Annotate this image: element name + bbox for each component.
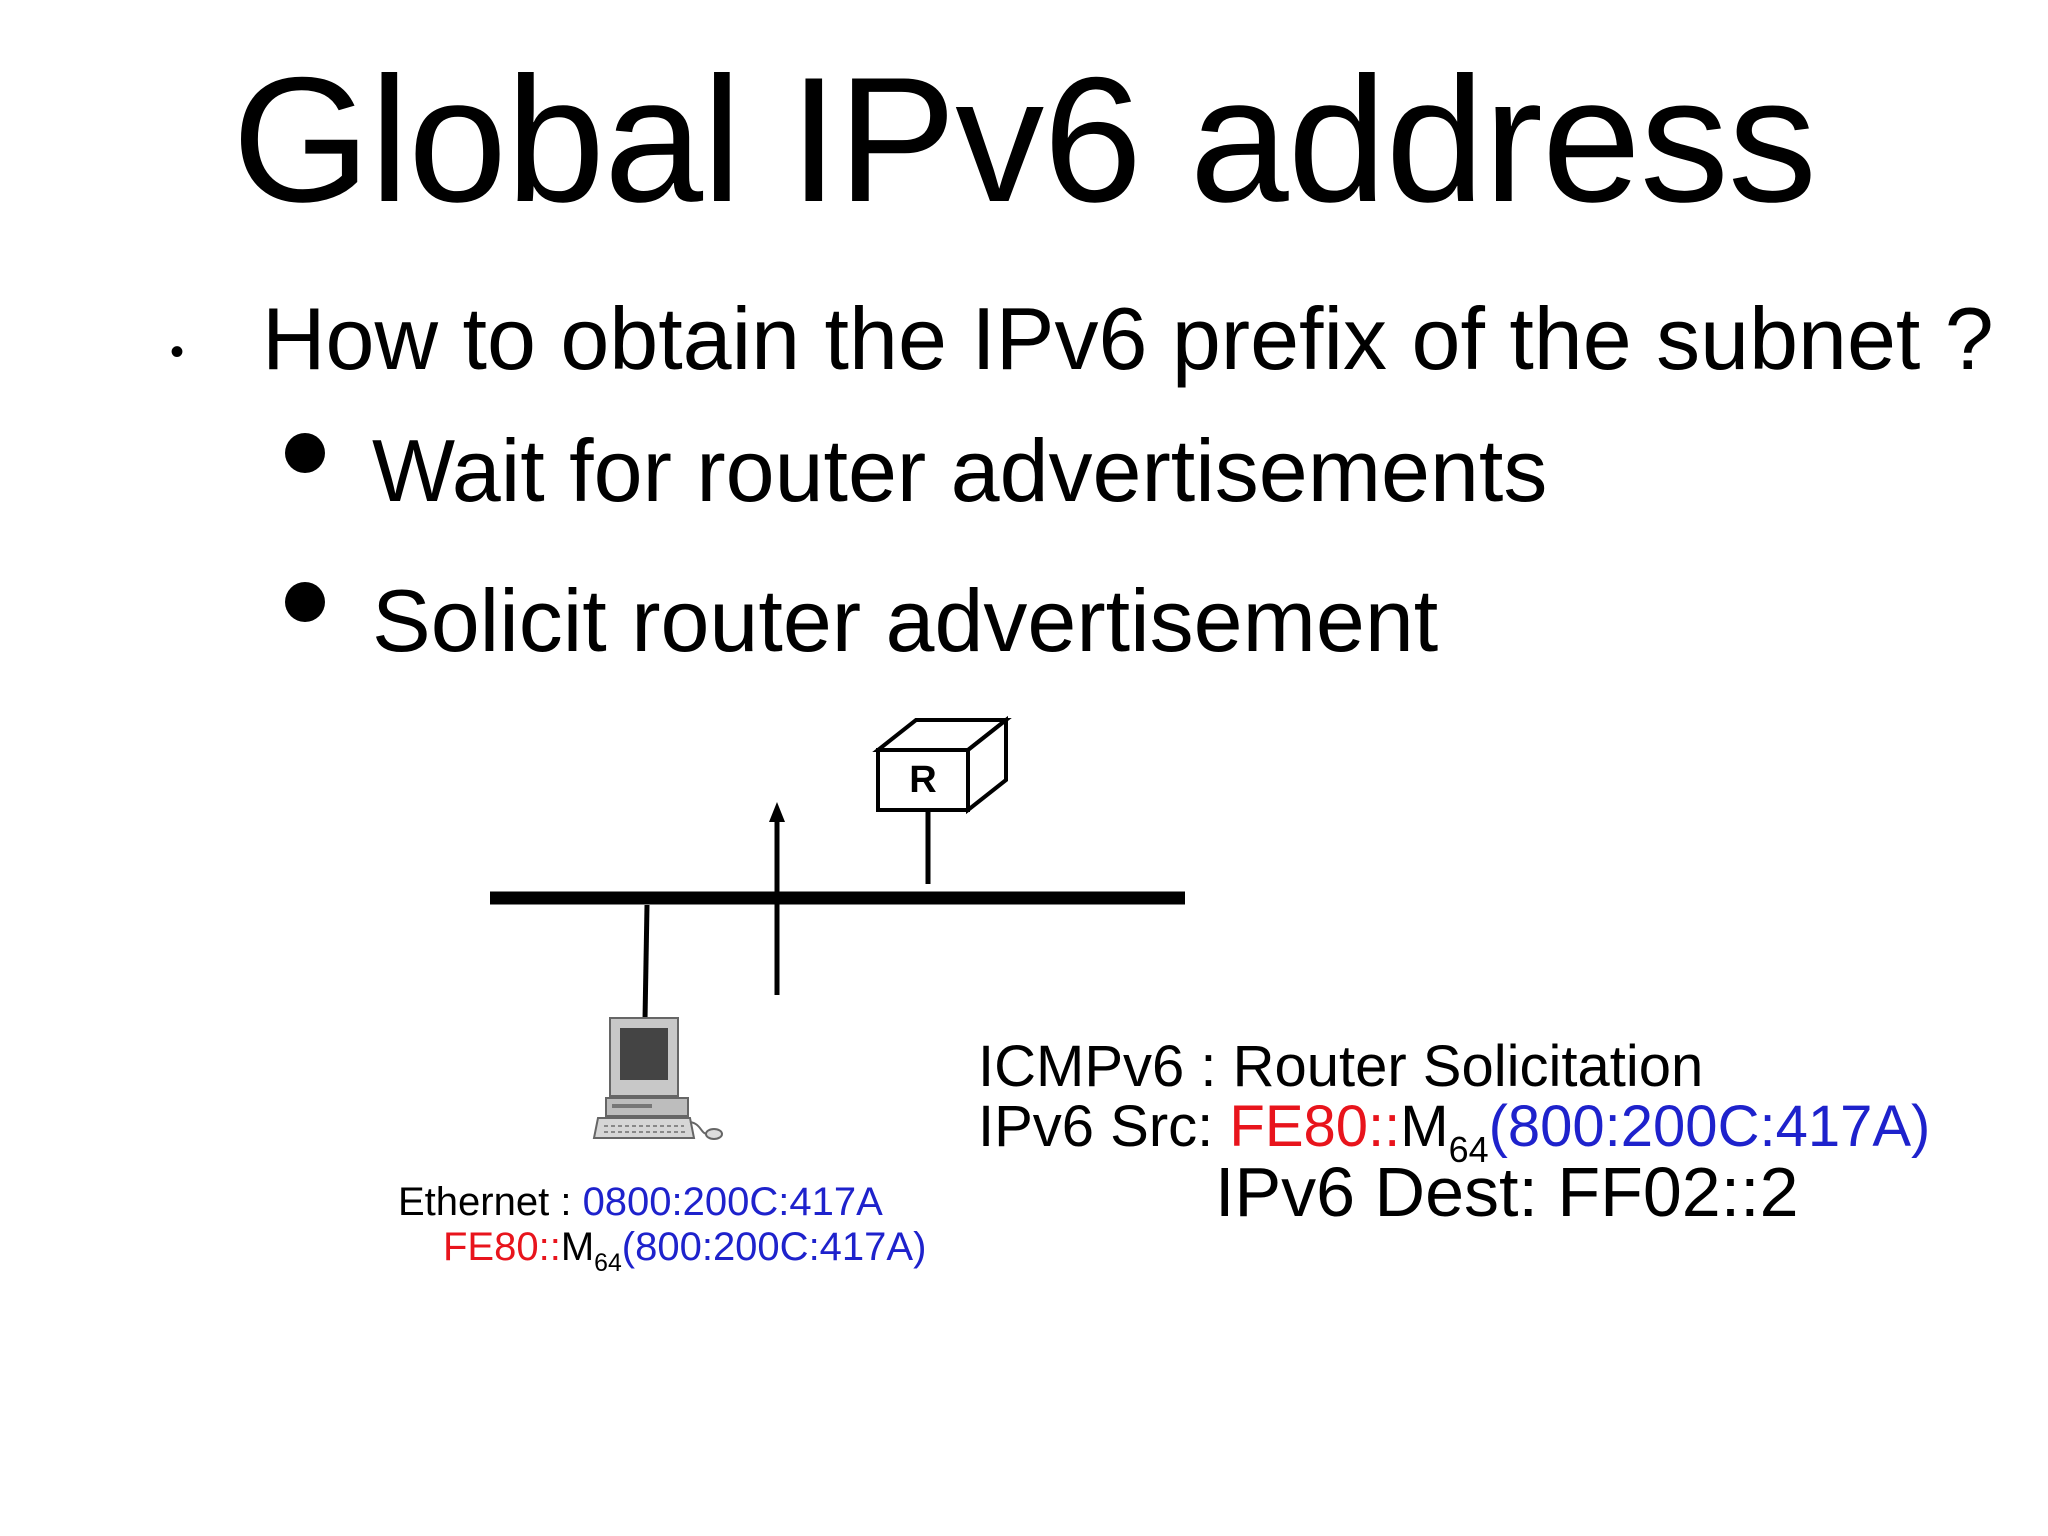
eth-mac: 0800:200C:417A xyxy=(582,1180,883,1224)
ll-m-subscript: 64 xyxy=(594,1250,622,1278)
sub-bullet-icon xyxy=(285,582,325,622)
bullet-icon: • xyxy=(170,330,185,374)
ll-interface-id: (800:200C:417A) xyxy=(621,1225,927,1269)
src-interface-id: (800:200C:417A) xyxy=(1488,1094,1931,1159)
sub-bullet-text: Wait for router advertisements xyxy=(372,421,1548,520)
slide-title: Global IPv6 address xyxy=(232,40,1817,239)
host-link-local-label: FE80::M64(800:200C:417A) xyxy=(443,1225,927,1276)
src-m-subscript: 64 xyxy=(1448,1129,1489,1171)
icmpv6-type-label: ICMPv6 : Router Solicitation xyxy=(978,1034,1704,1099)
host-link xyxy=(642,904,650,1021)
ipv6-dest-label: IPv6 Dest: FF02::2 xyxy=(1215,1153,1799,1231)
ll-m: M xyxy=(560,1225,595,1269)
arrow-up-icon xyxy=(769,802,785,995)
computer-icon xyxy=(592,1017,723,1140)
router-label: R xyxy=(909,759,936,801)
ll-prefix: FE80:: xyxy=(443,1225,561,1269)
sub-bullet-text: Solicit router advertisement xyxy=(372,571,1439,670)
host-ethernet-label: Ethernet : 0800:200C:417A xyxy=(398,1180,883,1225)
sub-bullet-icon xyxy=(285,433,325,473)
main-bullet-text: How to obtain the IPv6 prefix of the sub… xyxy=(262,289,1994,388)
eth-label-text: Ethernet : xyxy=(398,1180,583,1224)
src-m: M xyxy=(1400,1094,1449,1159)
ipv6-src-label: IPv6 Src: FE80::M64(800:200C:417A) xyxy=(978,1093,1931,1168)
src-label-text: IPv6 Src: xyxy=(978,1094,1230,1159)
router-icon: R xyxy=(872,715,1012,815)
src-prefix: FE80:: xyxy=(1229,1094,1401,1159)
